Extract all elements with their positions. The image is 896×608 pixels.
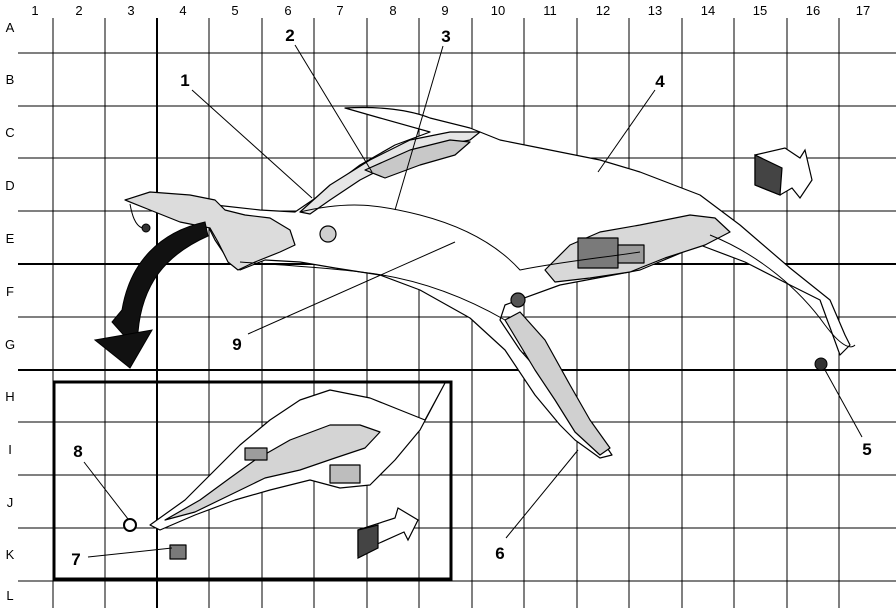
column-label: 9 [441,3,448,18]
inset-clip [244,447,268,461]
detail-inset-drawing [123,382,446,560]
callout-8: 8 [73,442,82,461]
row-label: J [7,495,14,510]
harness-wire [299,204,641,271]
leader-line [83,461,129,520]
callout-9: 9 [232,335,241,354]
row-label: I [8,442,12,457]
row-label: D [5,178,14,193]
column-label: 2 [75,3,82,18]
rear-pillar-trim [504,311,611,456]
column-label: 5 [231,3,238,18]
callout-4: 4 [655,72,665,91]
rear-module-detail [617,244,645,264]
headliner-panel [199,106,851,459]
column-label: 3 [127,3,134,18]
connector-left [141,223,151,233]
harness-wire [239,261,506,321]
rear-module [577,237,619,269]
harness-wire [709,234,856,348]
rear-connector [510,292,526,308]
callout-3: 3 [441,27,450,46]
leader-line [247,241,456,335]
grid [18,18,896,608]
column-label: 15 [753,3,767,18]
leader-line [87,547,173,558]
column-label: 4 [179,3,186,18]
arrow-head [93,329,153,369]
column-label: 11 [543,3,557,18]
row-labels: A B C D E F G H I J K L [5,20,15,603]
leader-line [505,449,579,539]
column-label: 17 [856,3,870,18]
column-label: 8 [389,3,396,18]
curved-arrow-icon [111,221,209,341]
leader-line [597,89,656,173]
harness-wires [129,203,856,348]
callout-6: 6 [495,544,504,563]
row-label: L [6,588,13,603]
leader-line [824,369,863,438]
inset-harness-bundle [164,424,381,521]
column-label: 12 [596,3,610,18]
inset-arrow-shade [357,524,379,559]
column-label: 1 [31,3,38,18]
row-label: C [5,125,14,140]
row-label: E [6,231,15,246]
front-roof-rail [299,131,481,215]
row-label: H [5,389,14,404]
column-label: 10 [491,3,505,18]
leader-line [191,89,313,199]
dome-lamp [319,225,337,243]
row-label: B [6,72,15,87]
callout-7: 7 [71,550,80,569]
leader-lines [83,44,863,558]
callouts: 1 2 3 4 5 6 7 8 9 [71,26,871,569]
callout-2: 2 [285,26,294,45]
connector-7 [169,544,187,560]
column-label: 16 [806,3,820,18]
inset-direction-arrow [357,507,419,559]
connector-5 [814,357,828,371]
row-label: K [6,547,15,562]
center-console-strip [364,139,471,179]
detail-arrow [93,221,209,369]
row-label: G [5,337,15,352]
leader-line [394,45,444,211]
column-label: 7 [336,3,343,18]
front-direction-arrow [754,147,813,200]
callout-1: 1 [180,71,189,90]
callout-5: 5 [862,440,871,459]
leader-line [294,44,373,173]
front-arrow-shade [754,154,783,196]
column-label: 14 [701,3,715,18]
inset-module [329,464,361,484]
row-label: F [6,284,14,299]
column-label: 13 [648,3,662,18]
row-label: A [6,20,15,35]
detail-inset-frame [52,380,453,581]
column-labels: 1 2 3 4 5 6 7 8 9 10 11 12 13 14 15 16 1… [31,3,870,18]
headliner-assembly [124,106,851,459]
connector-8 [123,518,137,532]
column-label: 6 [284,3,291,18]
harness-wire [129,203,143,229]
